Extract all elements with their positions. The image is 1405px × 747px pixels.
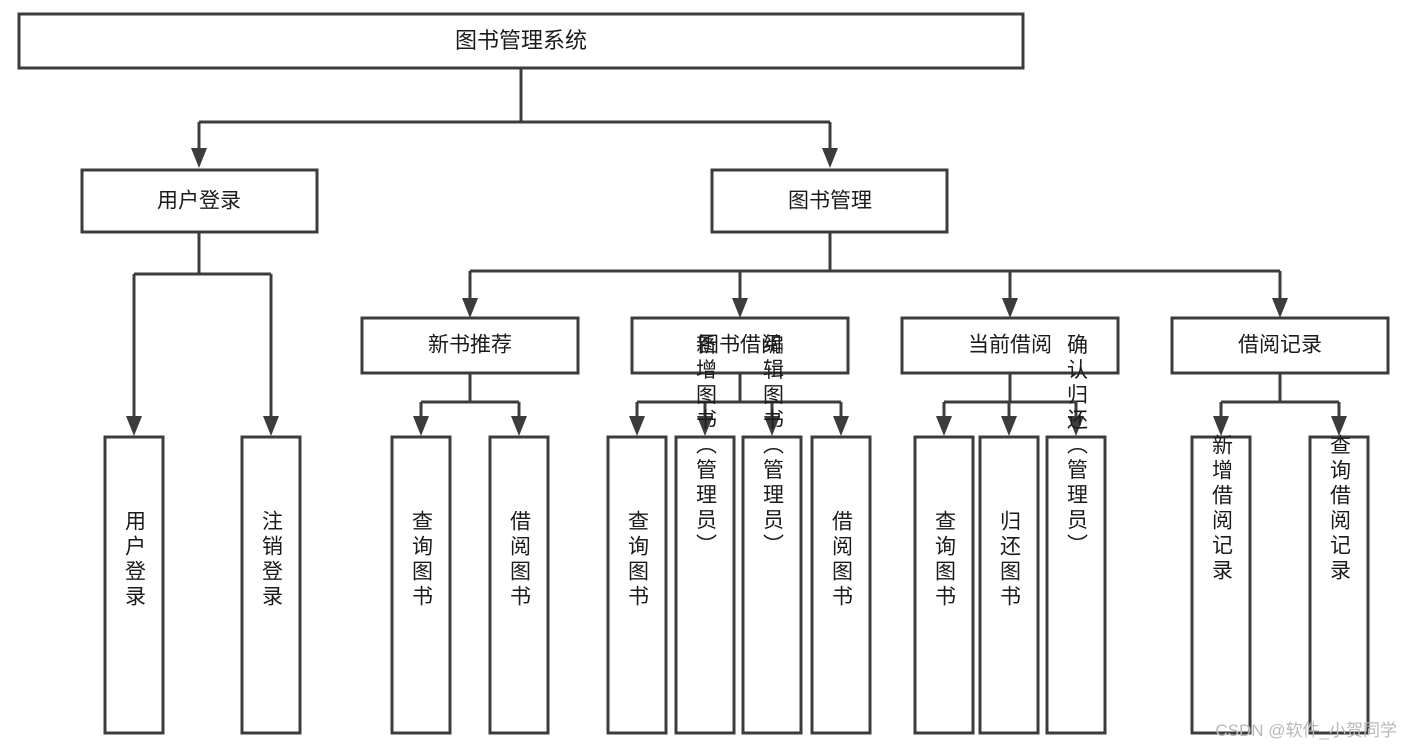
arrowhead-current-borrow xyxy=(1002,298,1018,318)
leaf-node[interactable]: 确认归还（管理员） xyxy=(1045,334,1107,735)
leaf-node[interactable]: 查询借阅记录 xyxy=(1308,434,1370,735)
leaf-label-br-add-record: 新增借阅记录 xyxy=(1210,434,1234,584)
arrowhead-bb-leaf-2 xyxy=(697,416,713,436)
leaf-box-bb-add-book[interactable] xyxy=(674,435,736,735)
leaf-label-user-login: 用户登录 xyxy=(123,510,147,610)
arrowhead-cb-leaf-3 xyxy=(1068,416,1084,436)
user-login-box[interactable] xyxy=(80,168,319,234)
node-root[interactable]: 图书管理系统 xyxy=(17,12,1025,70)
leaf-box-bb-query-book[interactable] xyxy=(606,435,668,735)
arrowhead-bb-leaf-3 xyxy=(764,416,780,436)
arrowhead-cb-leaf-1 xyxy=(936,416,952,436)
leaf-box-bb-borrow-book[interactable] xyxy=(810,435,872,735)
leaf-node[interactable]: 新增借阅记录 xyxy=(1190,434,1252,735)
leaf-box-cb-confirm-return[interactable] xyxy=(1045,435,1107,735)
leaf-node[interactable]: 注销登录 xyxy=(240,435,302,735)
leaf-label-br-query-record: 查询借阅记录 xyxy=(1328,434,1352,584)
leaf-node[interactable]: 编辑图书（管理员） xyxy=(741,334,803,735)
borrow-record-box[interactable] xyxy=(1170,316,1390,375)
leaf-node[interactable]: 查询图书 xyxy=(913,435,975,735)
leaf-box-cb-return-book[interactable] xyxy=(978,435,1040,735)
leaf-box-logout[interactable] xyxy=(240,435,302,735)
user-login-label: 用户登录 xyxy=(157,190,241,213)
leaf-box-br-query-record[interactable] xyxy=(1308,435,1370,735)
node-current-borrow[interactable]: 当前借阅 xyxy=(900,316,1120,375)
csdn-watermark: CSDN @软件_小贺同学 xyxy=(1215,721,1397,740)
leaf-label-bb-query-book: 查询图书 xyxy=(626,510,650,610)
arrowhead-br-leaf-2 xyxy=(1331,416,1347,436)
leaf-node[interactable]: 查询图书 xyxy=(390,435,452,735)
current-borrow-box[interactable] xyxy=(900,316,1120,375)
leaf-node[interactable]: 归还图书 xyxy=(978,435,1040,735)
leaf-box-bb-edit-book[interactable] xyxy=(741,435,803,735)
arrowhead-nb-leaf-1 xyxy=(413,416,429,436)
node-user-login[interactable]: 用户登录 xyxy=(80,168,319,234)
node-borrow-record[interactable]: 借阅记录 xyxy=(1170,316,1390,375)
leaf-node[interactable]: 用户登录 xyxy=(103,435,165,735)
leaf-label-bb-borrow-book: 借阅图书 xyxy=(830,510,854,610)
arrowhead-user-login xyxy=(191,148,207,168)
leaf-node[interactable]: 新增图书（管理员） xyxy=(674,334,736,735)
node-book-manage[interactable]: 图书管理 xyxy=(710,168,949,234)
book-borrow-box[interactable] xyxy=(630,316,850,375)
leaf-box-nb-query-book[interactable] xyxy=(390,435,452,735)
new-book-recommend-box[interactable] xyxy=(360,316,580,375)
arrowhead-bb-leaf-4 xyxy=(833,416,849,436)
leaf-label-logout: 注销登录 xyxy=(260,510,284,610)
leaf-label-cb-query-book: 查询图书 xyxy=(933,510,957,610)
leaf-label-nb-borrow-book: 借阅图书 xyxy=(508,510,532,610)
leaf-node[interactable]: 借阅图书 xyxy=(488,435,550,735)
leaf-label-bb-add-book: 新增图书（管理员） xyxy=(694,334,718,559)
leaf-label-bb-edit-book: 编辑图书（管理员） xyxy=(761,334,785,559)
root-label: 图书管理系统 xyxy=(455,28,587,53)
leaf-label-nb-query-book: 查询图书 xyxy=(410,510,434,610)
leaf-box-nb-borrow-book[interactable] xyxy=(488,435,550,735)
arrowhead-borrow-record xyxy=(1272,298,1288,318)
node-book-borrow[interactable]: 图书借阅 xyxy=(630,316,850,375)
arrowhead-cb-leaf-2 xyxy=(1001,416,1017,436)
leaf-box-user-login[interactable] xyxy=(103,435,165,735)
book-manage-label: 图书管理 xyxy=(788,190,872,213)
leaf-box-cb-query-book[interactable] xyxy=(913,435,975,735)
node-new-book-recommend[interactable]: 新书推荐 xyxy=(360,316,580,375)
arrowhead-leaf-logout xyxy=(263,416,279,436)
book-borrow-label: 图书借阅 xyxy=(698,334,782,357)
leaf-node[interactable]: 查询图书 xyxy=(606,435,668,735)
arrowhead-nb-leaf-2 xyxy=(511,416,527,436)
leaf-node[interactable]: 借阅图书 xyxy=(810,435,872,735)
current-borrow-label: 当前借阅 xyxy=(968,334,1052,357)
leaf-label-cb-confirm-return: 确认归还（管理员） xyxy=(1065,334,1089,559)
leaf-label-cb-return-book: 归还图书 xyxy=(998,510,1022,610)
book-manage-box[interactable] xyxy=(710,168,949,234)
borrow-record-label: 借阅记录 xyxy=(1238,334,1322,357)
arrowhead-book-borrow xyxy=(732,298,748,318)
new-book-recommend-label: 新书推荐 xyxy=(428,334,512,357)
arrowhead-br-leaf-1 xyxy=(1213,416,1229,436)
arrowhead-new-book xyxy=(462,298,478,318)
arrowhead-book-manage xyxy=(822,148,838,168)
arrowhead-bb-leaf-1 xyxy=(629,416,645,436)
edge-layer xyxy=(126,68,1347,436)
root-box[interactable] xyxy=(17,12,1025,70)
leaf-box-br-add-record[interactable] xyxy=(1190,435,1252,735)
arrowhead-leaf-user-login xyxy=(126,416,142,436)
